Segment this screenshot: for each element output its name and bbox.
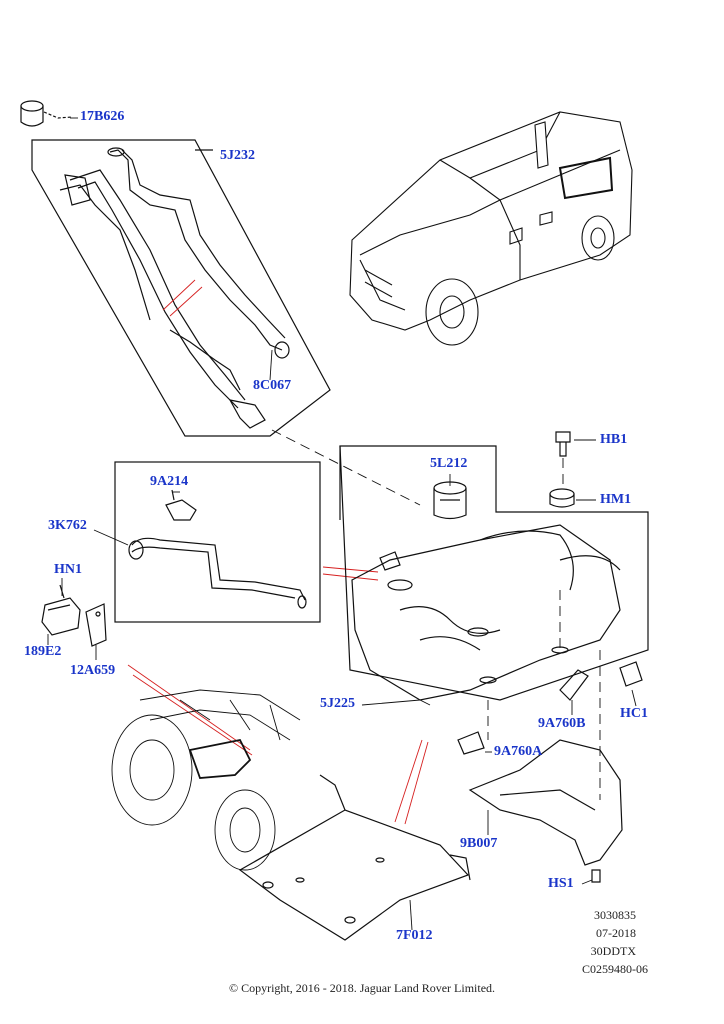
callout-8c067[interactable]: 8C067: [253, 378, 292, 393]
callout-189e2[interactable]: 189E2: [24, 644, 62, 659]
callout-9a214[interactable]: 9A214: [150, 474, 189, 489]
mount-hm1-part: [549, 488, 575, 508]
filler-pipe-group: [31, 139, 331, 437]
callout-7f012[interactable]: 7F012: [396, 928, 433, 943]
callout-5l212[interactable]: 5L212: [430, 456, 468, 471]
callout-leaders: [47, 117, 637, 931]
fuel-tank-group: [339, 445, 649, 701]
vehicle-illustration: [349, 111, 633, 346]
model-code: 30DDTX: [590, 944, 636, 958]
callout-hs1[interactable]: HS1: [548, 876, 574, 891]
wiring-harness-illustration: [111, 689, 301, 871]
catalog-code: C0259480-06: [582, 962, 648, 976]
clip-hc1-part: [619, 661, 643, 687]
callout-9b007[interactable]: 9B007: [460, 836, 498, 851]
callout-hn1[interactable]: HN1: [54, 562, 82, 577]
bracket-12a659-part: [85, 603, 107, 647]
screw-hs1-part: [591, 869, 601, 883]
callout-9a760b[interactable]: 9A760B: [538, 716, 586, 731]
bolt-hb1-part: [555, 431, 571, 457]
callout-5j225[interactable]: 5J225: [320, 696, 355, 711]
callout-3k762[interactable]: 3K762: [48, 518, 87, 533]
callout-hm1[interactable]: HM1: [600, 492, 632, 507]
sensor-189e2-part: [41, 584, 81, 636]
callout-hb1[interactable]: HB1: [600, 432, 628, 447]
heat-shield-9a760b-part: [559, 669, 589, 701]
callout-9a760a[interactable]: 9A760A: [494, 744, 543, 759]
heat-shield-9a760a-part: [457, 731, 485, 755]
callout-5j232[interactable]: 5J232: [220, 148, 255, 163]
dashed-leader-lines: [271, 429, 601, 800]
shield-9b007-part: [468, 739, 623, 866]
red-indicator-lines: [127, 279, 429, 825]
callout-17b626[interactable]: 17B626: [80, 109, 125, 124]
vent-pipe-group: [114, 461, 321, 623]
drawing-date: 07-2018: [596, 926, 636, 940]
callout-hc1[interactable]: HC1: [620, 706, 648, 721]
filler-cap-part: [20, 100, 73, 127]
copyright-notice: © Copyright, 2016 - 2018. Jaguar Land Ro…: [228, 981, 496, 995]
drawing-number: 3030835: [594, 908, 636, 922]
skid-plate-7f012-part: [238, 774, 471, 941]
fuel-pump-part: [433, 481, 467, 520]
callout-12a659[interactable]: 12A659: [70, 663, 116, 678]
